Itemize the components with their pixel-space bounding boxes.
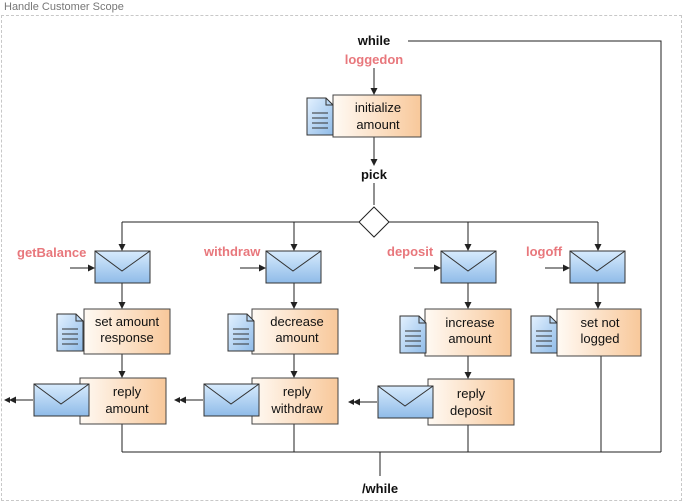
loop-back-line [408, 40, 662, 452]
activity-line2: logged [580, 331, 619, 346]
outgoing-tip-withdraw [174, 397, 180, 403]
activity-box [427, 378, 515, 426]
reply-line2: deposit [450, 403, 492, 418]
receive-logoff[interactable] [569, 250, 626, 284]
envelope-icon [265, 250, 322, 284]
receive-deposit[interactable] [440, 250, 497, 284]
reply-line1: reply [283, 384, 312, 399]
activity-set-not-logged[interactable]: set not logged [530, 308, 642, 357]
pick-label: pick [361, 167, 388, 182]
reply-line2: withdraw [270, 401, 323, 416]
activity-box [83, 308, 171, 355]
loop-condition-label: loggedon [345, 52, 404, 67]
activity-line1: set not [580, 315, 619, 330]
document-icon [56, 313, 84, 352]
activity-line1: set amount [95, 314, 160, 329]
document-icon [227, 313, 255, 352]
pick-diamond[interactable] [358, 206, 390, 238]
activity-initialize-amount[interactable]: initialize amount [306, 94, 422, 138]
outgoing-arrow-tips [4, 397, 354, 405]
outgoing-tip-deposit [348, 399, 354, 405]
activity-box [424, 308, 512, 357]
activity-set-amount-response[interactable]: set amount response [56, 308, 171, 355]
reply-line1: reply [113, 384, 142, 399]
document-icon [399, 315, 427, 354]
envelope-icon [94, 250, 151, 284]
activity-line2: amount [448, 331, 492, 346]
activity-increase-amount[interactable]: increase amount [399, 308, 512, 357]
activity-line2: amount [356, 117, 400, 132]
reply-line2: amount [105, 401, 149, 416]
receive-getbalance[interactable] [94, 250, 151, 284]
envelope-icon [377, 385, 434, 419]
activity-line1: increase [445, 315, 494, 330]
activity-line1: decrease [270, 314, 323, 329]
activity-box [79, 377, 167, 425]
outgoing-tip-getbalance [4, 397, 10, 403]
envelope-icon [203, 383, 260, 417]
event-label-deposit: deposit [387, 244, 434, 259]
event-label-logoff: logoff [526, 244, 563, 259]
activity-box [251, 377, 339, 425]
event-label-getbalance: getBalance [17, 245, 86, 260]
scope-title: Handle Customer Scope [4, 1, 124, 13]
connectors [9, 40, 662, 476]
document-icon [306, 97, 334, 136]
reply-amount[interactable]: reply amount [33, 377, 167, 425]
while-label: while [357, 33, 391, 48]
envelope-icon [440, 250, 497, 284]
receive-withdraw[interactable] [265, 250, 322, 284]
reply-withdraw[interactable]: reply withdraw [203, 377, 339, 425]
envelope-icon [33, 383, 90, 417]
scope-frame [1, 15, 682, 501]
end-while-label: /while [362, 481, 398, 496]
activity-decrease-amount[interactable]: decrease amount [227, 308, 339, 355]
activity-line2: response [100, 330, 153, 345]
event-label-withdraw: withdraw [203, 244, 261, 259]
reply-deposit[interactable]: reply deposit [377, 378, 515, 426]
activity-box [556, 308, 642, 357]
activity-line1: initialize [355, 100, 401, 115]
envelope-icon [569, 250, 626, 284]
activity-box [332, 94, 422, 138]
activity-line2: amount [275, 330, 319, 345]
document-icon [530, 315, 558, 354]
reply-line1: reply [457, 386, 486, 401]
